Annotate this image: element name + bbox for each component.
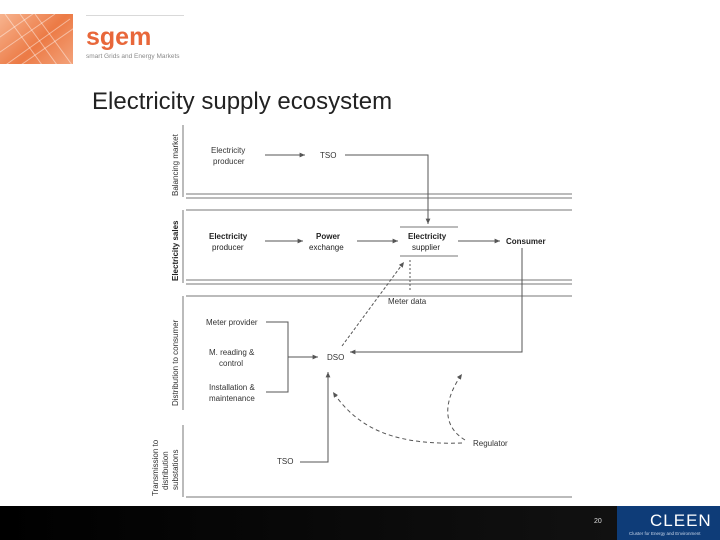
band-label-sales: Electricity sales — [171, 220, 180, 281]
node-dso: DSO — [327, 353, 344, 362]
band-label-transmission-2: distribution — [161, 451, 170, 490]
cleen-logo-subtitle: Cluster for Energy and Environment — [629, 531, 701, 536]
arrow-tso-to-supplier — [345, 154, 431, 224]
band-label-transmission: Transmission to — [151, 439, 160, 496]
band-label-balancing: Balancing market — [171, 133, 180, 196]
node-regulator: Regulator — [473, 439, 508, 448]
arrow-regulator-upward — [447, 373, 466, 441]
node-transmission-tso: TSO — [277, 457, 293, 466]
slide-title: Electricity supply ecosystem — [92, 88, 393, 115]
footer-bar — [0, 506, 720, 540]
cleen-logo-panel — [617, 506, 720, 540]
arrow-regulator-to-dso — [332, 391, 463, 444]
node-electricity-supplier: Electricity supplier — [408, 232, 448, 252]
node-balancing-producer: Electricity producer — [211, 146, 247, 166]
cleen-logo-name: CLEEN — [650, 511, 712, 530]
logo-tagline: smart Grids and Energy Markets — [86, 53, 180, 60]
node-balancing-tso: TSO — [320, 151, 336, 160]
logo-divider — [86, 15, 184, 16]
band-label-distribution: Distribution to consumer — [171, 319, 180, 406]
node-meter-provider: Meter provider — [206, 318, 258, 327]
ecosystem-diagram: Balancing market Electricity sales Distr… — [151, 125, 572, 498]
node-consumer: Consumer — [506, 237, 546, 246]
logo-graphic — [0, 14, 73, 64]
arrow-consumer-to-dso — [350, 248, 523, 355]
node-power-exchange: Power exchange — [309, 232, 344, 252]
arrow-tso-to-dso — [300, 372, 331, 463]
logo-name: sgem — [86, 23, 152, 51]
band-label-transmission-3: substations — [171, 450, 180, 490]
node-meter-reading: M. reading & control — [209, 348, 257, 368]
node-sales-producer: Electricity producer — [209, 232, 249, 252]
node-meter-data: Meter data — [388, 297, 427, 306]
page-number: 20 — [594, 518, 602, 525]
node-installation: Installation & maintenance — [209, 383, 257, 403]
bracket-distribution-services — [266, 321, 289, 393]
arrow-dso-meter-data — [341, 261, 405, 347]
